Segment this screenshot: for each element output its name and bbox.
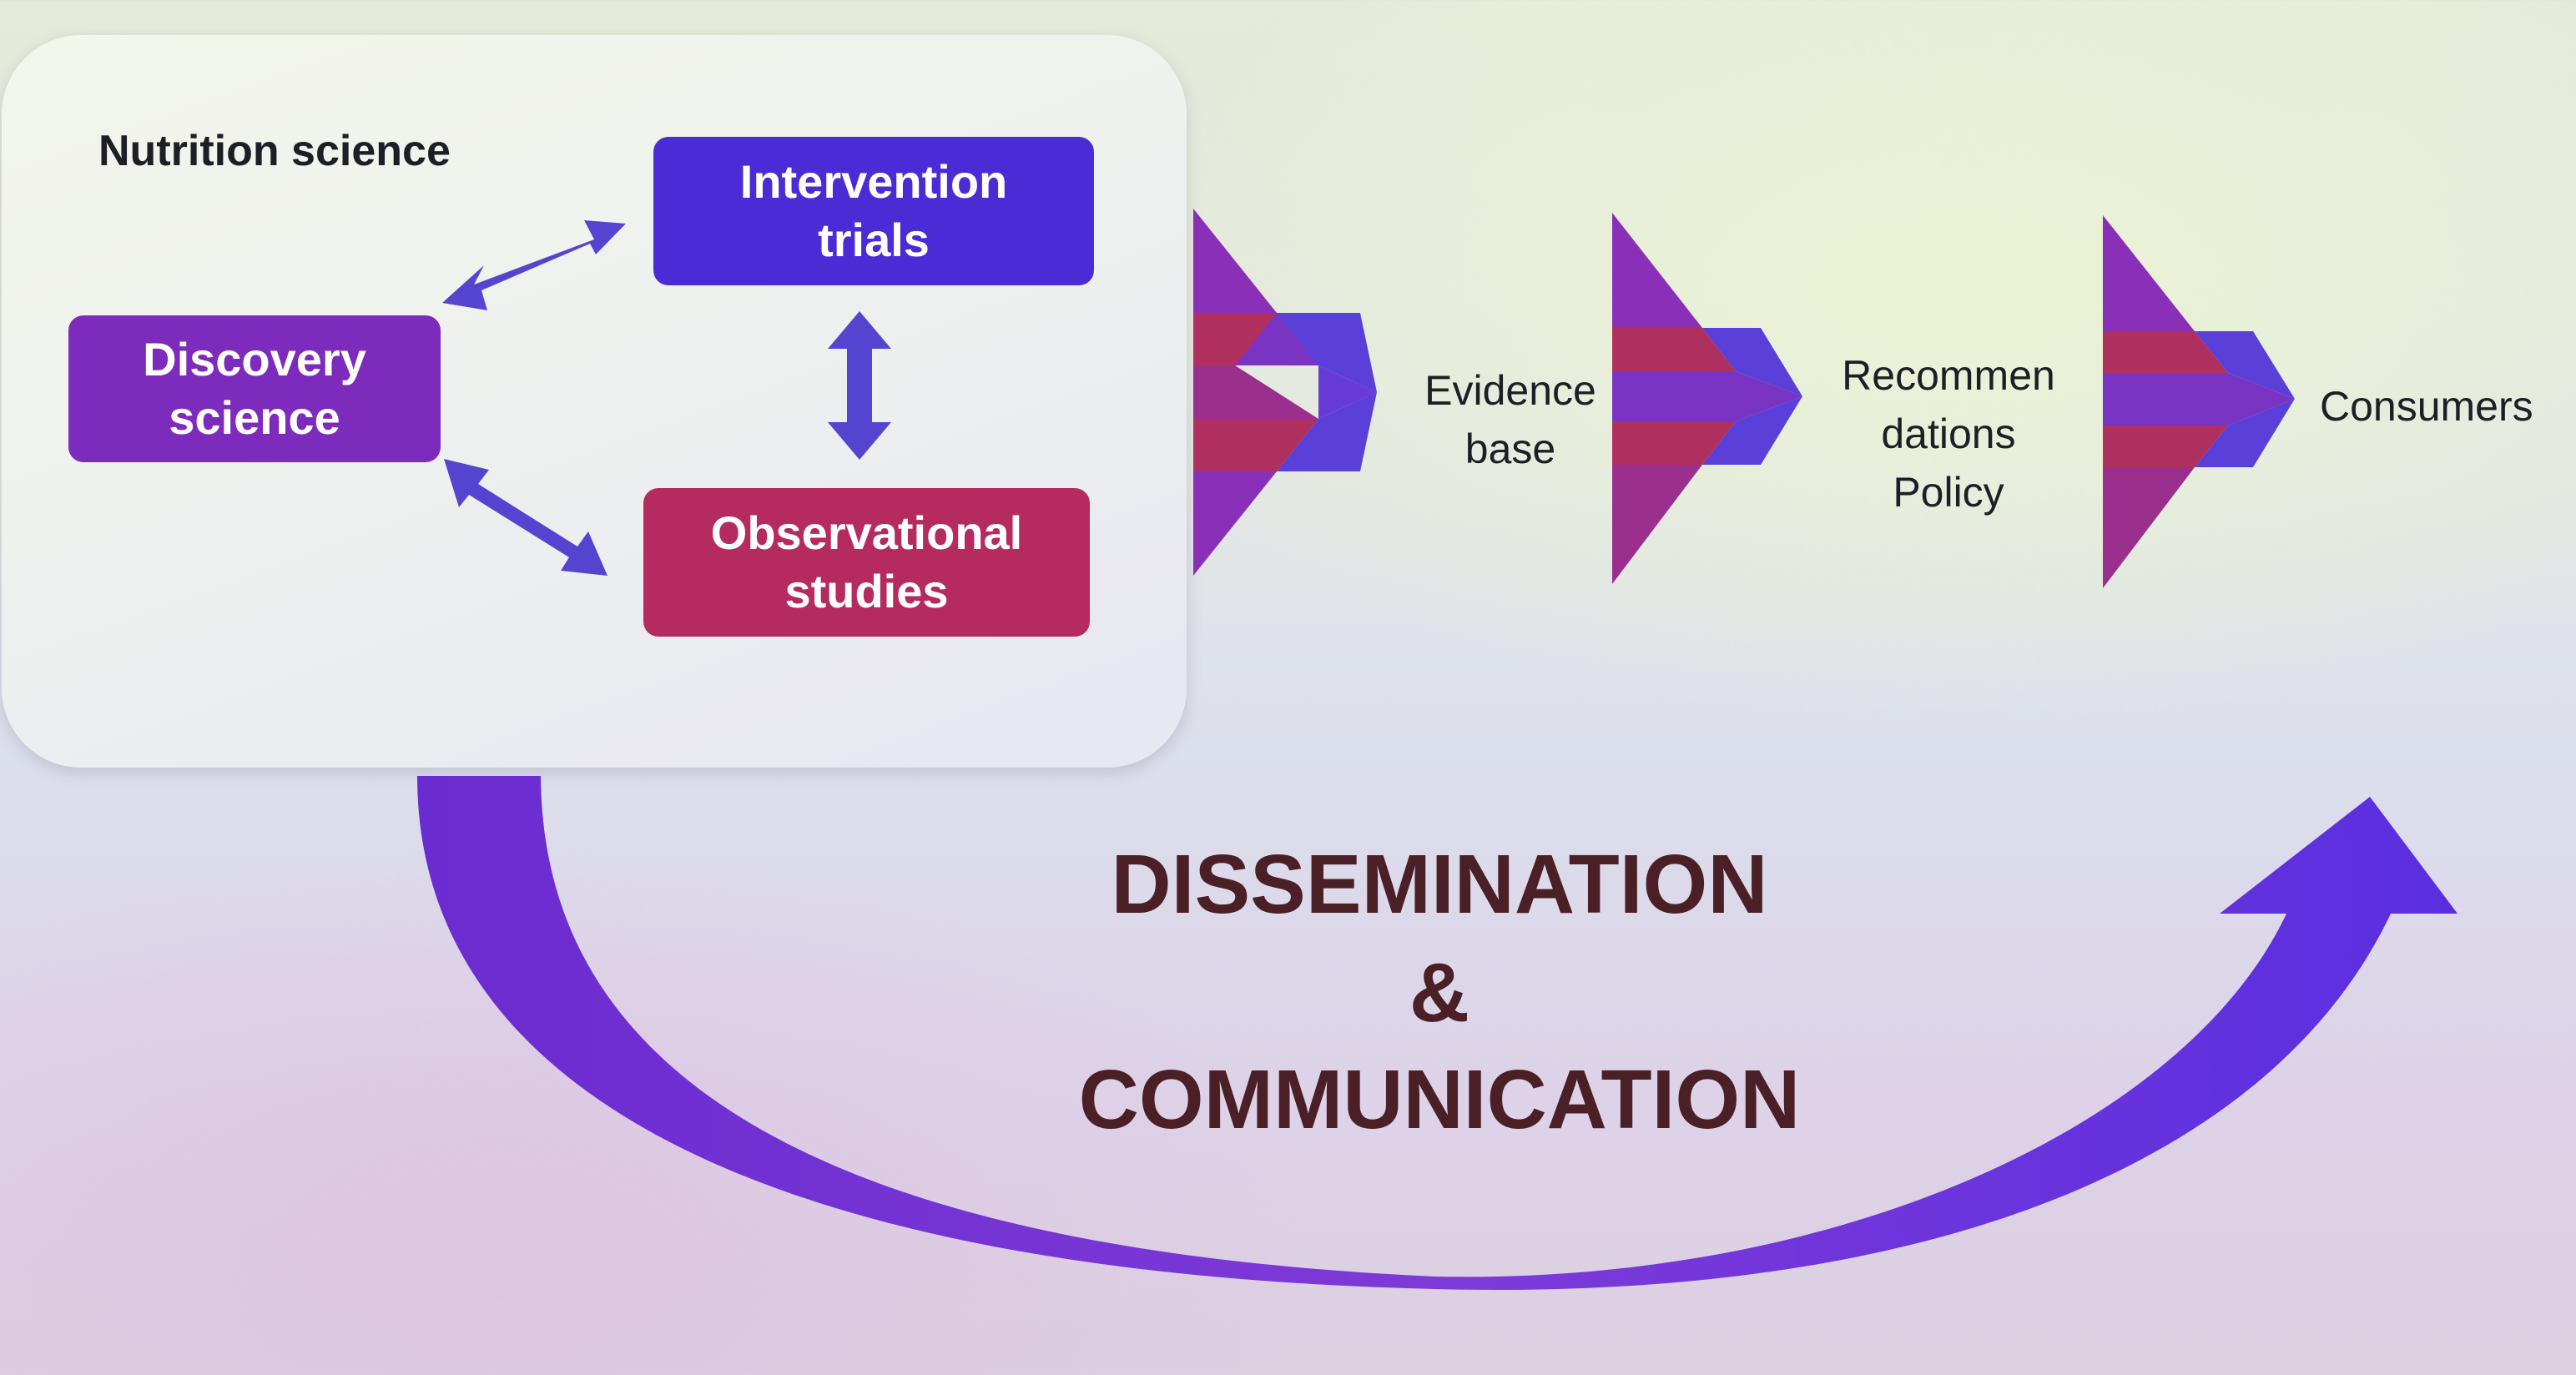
double-arrow-discovery-observational <box>444 459 607 576</box>
intervention-label-line1: Intervention <box>739 155 1008 208</box>
double-arrow-intervention-observational <box>828 311 891 460</box>
stage-evidence-line1: Evidence <box>1424 367 1596 414</box>
stage-consumers-line1: Consumers <box>2320 383 2533 430</box>
stage-evidence-base: Evidence base <box>1394 361 1627 478</box>
stage-evidence-line2: base <box>1464 426 1556 472</box>
panel-title: Nutrition science <box>98 127 451 175</box>
discovery-science-box: Discovery science <box>68 315 441 462</box>
chevron-arrow-1 <box>1193 209 1377 576</box>
stage-recommendations-line3: Policy <box>1893 469 2004 516</box>
discovery-label-line1: Discovery <box>143 333 366 385</box>
chevron-arrow-2 <box>1612 213 1802 584</box>
observational-studies-box: Observational studies <box>643 488 1090 637</box>
dissemination-heading: DISSEMINATION <box>1111 838 1768 931</box>
intervention-label-line2: trials <box>818 214 930 266</box>
stage-recommendations-line2: dations <box>1881 410 2016 457</box>
communication-heading: COMMUNICATION <box>1078 1053 1801 1146</box>
stage-recommendations-policy: Recommen dations Policy <box>1811 346 2086 521</box>
chevron-arrow-3 <box>2103 215 2295 588</box>
stage-consumers: Consumers <box>2320 377 2576 436</box>
stage-recommendations-line1: Recommen <box>1842 352 2055 399</box>
intervention-trials-box: Intervention trials <box>653 137 1094 285</box>
observational-label-line1: Observational <box>710 506 1023 559</box>
ampersand-heading: & <box>1409 946 1470 1040</box>
observational-label-line2: studies <box>784 565 949 617</box>
discovery-label-line2: science <box>169 391 340 444</box>
double-arrow-discovery-intervention <box>442 220 626 310</box>
